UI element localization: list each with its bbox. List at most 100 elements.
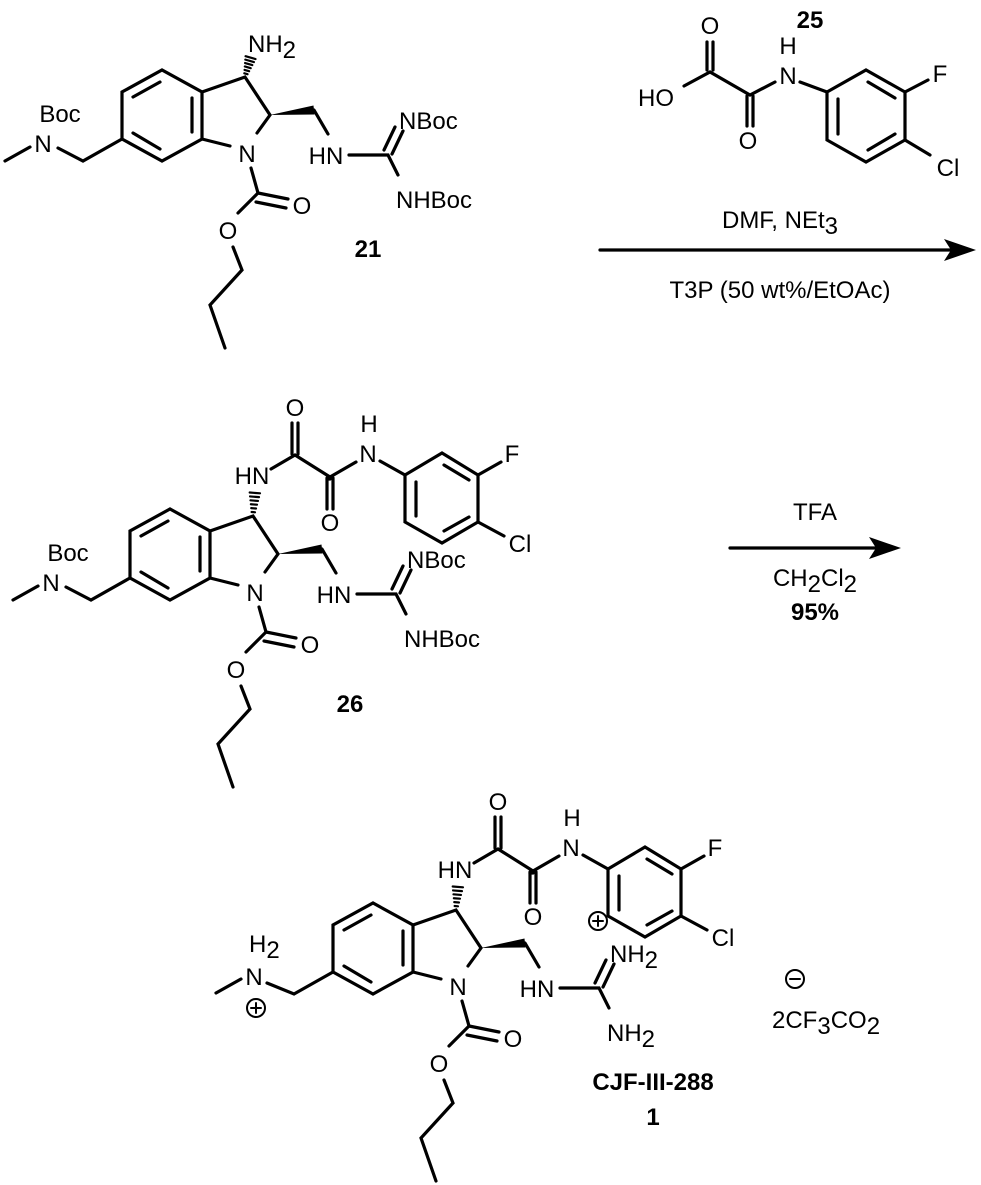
cl-label: Cl	[712, 925, 735, 952]
oxalyl-o-1-label: O	[489, 789, 508, 816]
reagent-label: TFA	[793, 499, 837, 526]
nhboc-label: NHBoc	[404, 626, 480, 653]
bond	[558, 986, 611, 1010]
compound-number: 1	[646, 1104, 659, 1131]
bond	[264, 630, 298, 640]
bond	[200, 137, 232, 148]
hashed-bond	[244, 55, 257, 61]
solvent-label: CH2Cl2	[773, 565, 857, 598]
bond	[254, 200, 288, 210]
bond	[269, 453, 358, 479]
plus-charge-icon	[246, 998, 266, 1018]
hashed-bond	[248, 495, 261, 499]
bond	[128, 507, 212, 602]
plus-charge-icon	[588, 911, 608, 931]
ho-label: HO	[638, 85, 674, 112]
amide-hn-label: HN	[438, 857, 473, 884]
bond	[200, 75, 272, 135]
bond	[331, 901, 415, 996]
yield-label: 95%	[791, 599, 839, 626]
bond	[465, 1033, 499, 1043]
bond	[866, 80, 897, 100]
bond	[398, 568, 413, 595]
bond	[216, 684, 252, 789]
arrowhead-icon	[869, 537, 901, 559]
n-ring-label: N	[238, 141, 255, 168]
arrowhead-icon	[944, 239, 976, 261]
minus-charge-icon	[785, 969, 805, 989]
bond	[476, 520, 506, 538]
amide-hn-label: HN	[235, 463, 270, 490]
bond	[411, 908, 483, 968]
anilide-n-label: N	[562, 835, 579, 862]
compound-21-bonds	[3, 55, 405, 350]
bond	[382, 125, 397, 152]
bond	[467, 1024, 501, 1034]
bond	[139, 570, 170, 590]
hashed-bond	[243, 72, 249, 76]
bond	[342, 964, 373, 984]
bond	[442, 463, 471, 482]
n-ring-label: N	[246, 580, 263, 607]
bond	[390, 129, 405, 156]
bond	[244, 630, 268, 654]
bond	[645, 909, 674, 927]
compound-number: 25	[797, 7, 824, 34]
oxalyl-o-1-label: O	[286, 395, 305, 422]
bond	[56, 137, 124, 163]
bond	[581, 853, 610, 871]
bond	[208, 514, 280, 574]
bond	[312, 108, 330, 136]
carbonyl-o-label: O	[293, 193, 312, 220]
ammonium-h-label: H2	[249, 931, 280, 964]
bond	[378, 459, 407, 477]
f-label: F	[933, 61, 948, 88]
wedge-bond	[270, 105, 315, 115]
counterion-label: 2CF3CO2	[772, 1007, 880, 1040]
hashed-bond	[451, 885, 465, 889]
compound-1: H2 N N O O HN O O N H F Cl HN NH2 NH2 2C…	[214, 789, 880, 1183]
compound-name: CJF-III-288	[592, 1069, 713, 1096]
bond	[342, 913, 373, 932]
carbonyl-o-label: O	[504, 1026, 523, 1053]
wedge-bond	[481, 938, 526, 948]
oxalyl-o-2-label: O	[321, 510, 340, 537]
bond	[208, 576, 240, 587]
hashed-bond	[451, 889, 464, 893]
bond	[64, 576, 132, 602]
bond	[257, 605, 268, 634]
bond	[3, 145, 32, 163]
bond	[256, 191, 290, 201]
hashed-bond	[244, 58, 256, 64]
bond	[903, 78, 930, 94]
anilide-h-label: H	[360, 411, 377, 438]
hashed-bond	[243, 61, 254, 67]
bond	[131, 80, 162, 99]
reagents-above: DMF, NEt3	[722, 207, 838, 240]
bond	[682, 70, 777, 97]
bond	[798, 80, 829, 94]
n-methyl-label: N	[245, 964, 262, 991]
ester-o-label: O	[219, 218, 238, 245]
bond	[390, 564, 405, 591]
bond	[679, 914, 709, 932]
compound-25-bonds	[682, 40, 932, 164]
n-methyl-label: N	[42, 570, 59, 597]
bond	[593, 958, 608, 985]
o-top-label: O	[701, 13, 720, 40]
bond	[249, 166, 260, 195]
n-label: N	[779, 63, 796, 90]
boc-label: Boc	[39, 101, 80, 128]
hashed-bond	[452, 893, 463, 897]
nhboc-label: NHBoc	[396, 187, 472, 214]
compound-26: Boc N N O O HN O O N H F Cl HN NBoc NHBo…	[11, 395, 531, 789]
reaction-step-2: TFA CH2Cl2 95%	[728, 499, 901, 626]
bond	[903, 138, 932, 157]
bond	[679, 854, 706, 871]
f-label: F	[505, 441, 520, 468]
bond	[120, 68, 204, 163]
anilide-h-label: H	[563, 805, 580, 832]
n-ring-label: N	[449, 974, 466, 1001]
hashed-bond	[248, 491, 262, 495]
